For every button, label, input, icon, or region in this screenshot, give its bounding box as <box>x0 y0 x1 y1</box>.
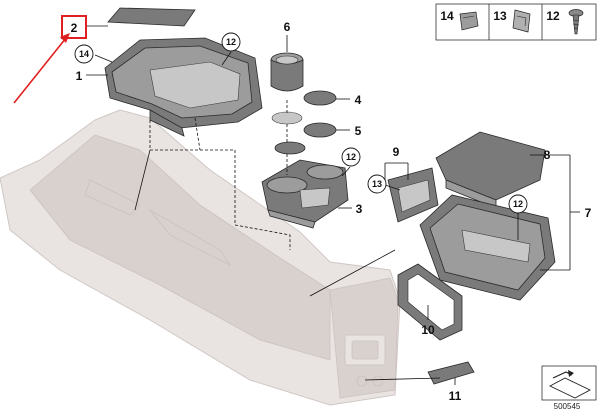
part-3-cupholder <box>261 159 349 229</box>
metal-clip-icon <box>512 9 531 33</box>
callout-3: 3 <box>356 202 363 216</box>
svg-text:12: 12 <box>346 152 356 162</box>
callout-2: 2 <box>71 21 78 35</box>
part-6-cup-insert <box>270 52 304 92</box>
svg-text:13: 13 <box>372 179 382 189</box>
catalog-number: 500545 <box>554 402 581 410</box>
callout-7: 7 <box>585 206 592 220</box>
callout-8: 8 <box>544 148 551 162</box>
svg-text:12: 12 <box>226 37 236 47</box>
assembly-dashed-lines <box>149 100 291 250</box>
part-10-frame <box>397 263 463 341</box>
callout-2-highlight-box <box>61 15 87 39</box>
part-11-small-cover <box>427 361 475 385</box>
fastener-legend: 14 13 12 <box>435 3 597 41</box>
legend-label-12: 12 <box>546 9 560 23</box>
callout-9: 9 <box>393 145 400 159</box>
callout-12c-circled: 12 <box>508 194 528 214</box>
part-9-bracket <box>387 167 439 223</box>
callout-1: 1 <box>76 69 83 83</box>
screw-icon <box>568 9 584 35</box>
spring-clip-icon <box>459 11 479 31</box>
legend-label-14: 14 <box>440 9 454 23</box>
callout-13-circled: 13 <box>367 174 387 194</box>
callout-6: 6 <box>284 20 291 34</box>
callout-14-circled: 14 <box>74 44 94 64</box>
callout-4: 4 <box>355 93 362 107</box>
callout-12a-circled: 12 <box>221 32 241 52</box>
part-7-storage-box <box>419 194 556 301</box>
part-2-cover-mat <box>107 7 196 27</box>
center-console <box>0 109 401 406</box>
callout-10: 10 <box>421 323 435 337</box>
callout-5: 5 <box>355 124 362 138</box>
svg-text:12: 12 <box>513 199 523 209</box>
legend-label-13: 13 <box>493 9 507 23</box>
leader-lines <box>86 25 580 385</box>
callout-12b-circled: 12 <box>341 147 361 167</box>
highlight-arrow <box>13 33 70 104</box>
part-1-tray-housing <box>104 37 263 137</box>
assembly-arrow-icon <box>541 365 597 401</box>
callout-11: 11 <box>449 389 462 403</box>
part-4-round-mat <box>271 90 337 125</box>
svg-text:14: 14 <box>79 49 89 59</box>
part-5-round-mat <box>274 122 337 155</box>
